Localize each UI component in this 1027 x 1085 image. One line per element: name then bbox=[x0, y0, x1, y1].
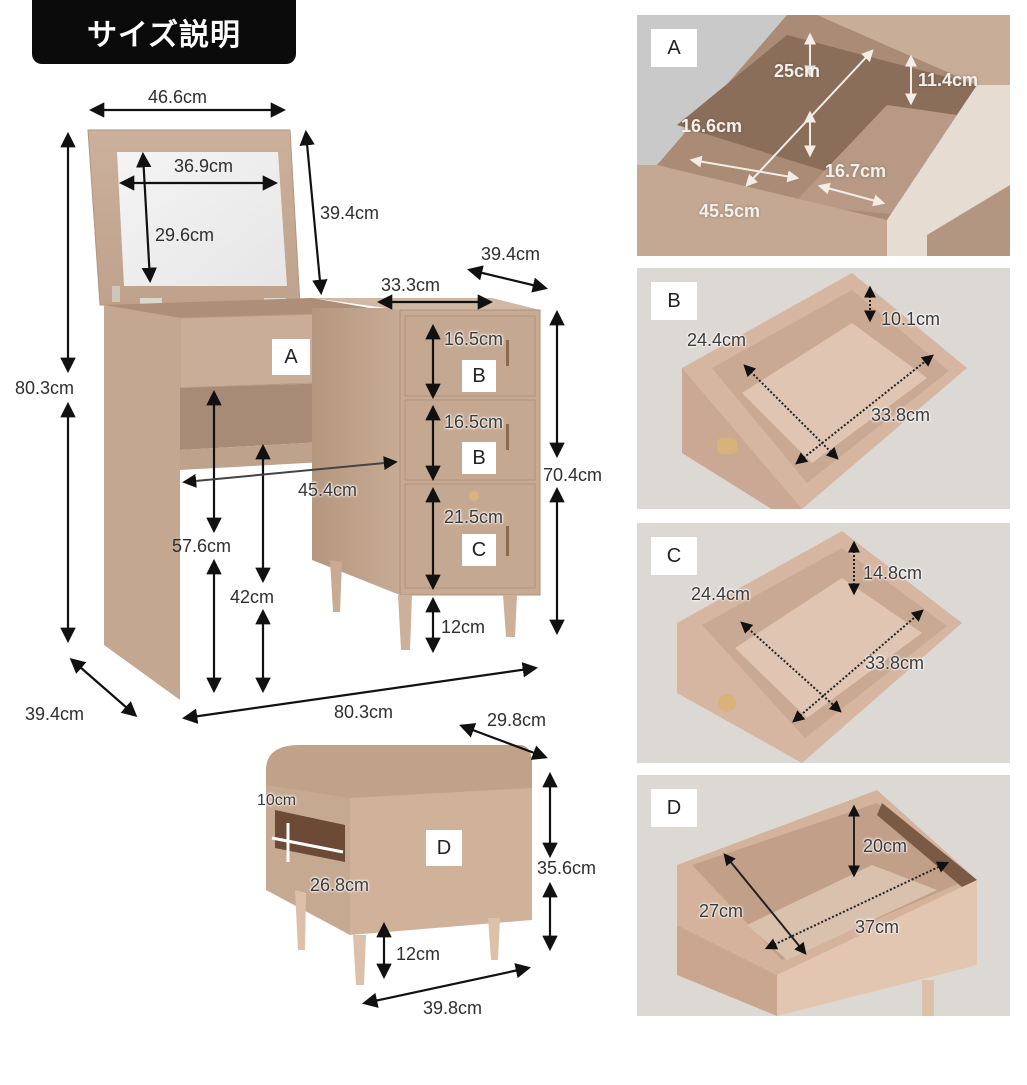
dimension-label-knee-width: 45.4cm bbox=[298, 480, 358, 500]
dimension-label-total-width: 80.3cm bbox=[334, 702, 394, 722]
detail-panel-d: D 20cm 27cm 37cm bbox=[637, 775, 1010, 1016]
part-tag-b2: B bbox=[462, 442, 496, 474]
dimension-label-stool-height: 35.6cm bbox=[537, 858, 597, 878]
part-tag-d-detail: D bbox=[651, 789, 697, 827]
dimension-label-cabinet-height: 70.4cm bbox=[543, 465, 603, 485]
dimension-label-knee-height-outer: 57.6cm bbox=[172, 536, 232, 556]
part-tag-b1: B bbox=[462, 360, 496, 392]
dimension-label-b-height: 10.1cm bbox=[881, 309, 941, 329]
part-tag-b-detail: B bbox=[651, 282, 697, 320]
dimension-label-a-depth: 25cm bbox=[774, 61, 821, 81]
dimension-label-d-length: 37cm bbox=[855, 917, 900, 937]
detail-panel-a: A 25cm 11.4cm 16.6cm 16.7cm 45.5cm bbox=[637, 15, 1010, 256]
part-tag-a-detail: A bbox=[651, 29, 697, 67]
dimension-label-total-height: 80.3cm bbox=[15, 378, 75, 398]
dimension-label-cabinet-width: 33.3cm bbox=[381, 275, 441, 295]
dimension-label-stool-slot-height: 10cm bbox=[257, 792, 297, 809]
dimension-label-stool-width: 39.8cm bbox=[423, 998, 483, 1018]
dimension-label-mirror-width: 36.9cm bbox=[174, 156, 234, 176]
dimension-label-stool-leg-height: 12cm bbox=[396, 944, 441, 964]
drawer-cabinet bbox=[312, 298, 541, 650]
detail-panel-c: C 14.8cm 24.4cm 33.8cm bbox=[637, 523, 1010, 763]
dimension-label-stool-slot-width: 26.8cm bbox=[310, 875, 370, 895]
dimension-label-knee-height-inner: 42cm bbox=[230, 587, 275, 607]
dimension-label-c-depth: 33.8cm bbox=[865, 653, 925, 673]
dimension-label-stool-depth: 29.8cm bbox=[487, 710, 547, 730]
part-tag-a: A bbox=[272, 339, 310, 375]
dimension-label-d-height: 20cm bbox=[863, 836, 908, 856]
dimension-label-width-top: 46.6cm bbox=[148, 87, 208, 107]
dimension-label-c-width: 24.4cm bbox=[691, 584, 751, 604]
dimension-label-c-height: 14.8cm bbox=[863, 563, 923, 583]
dimension-label-drawer-b1: 16.5cm bbox=[444, 329, 504, 349]
dimension-label-leg-height: 12cm bbox=[441, 617, 486, 637]
dimension-label-d-width: 27cm bbox=[699, 901, 744, 921]
dimension-label-a-length: 45.5cm bbox=[699, 201, 761, 221]
dimension-label-a-right-width: 16.7cm bbox=[825, 161, 887, 181]
dimension-label-b-depth: 33.8cm bbox=[871, 405, 931, 425]
part-tag-c-detail: C bbox=[651, 537, 697, 575]
detail-panel-b: B 10.1cm 24.4cm 33.8cm bbox=[637, 268, 1010, 509]
dimension-label-desk-depth: 39.4cm bbox=[25, 704, 85, 724]
part-tag-d: D bbox=[426, 830, 462, 866]
part-tag-c: C bbox=[462, 534, 496, 566]
dimension-label-a-left-width: 16.6cm bbox=[681, 116, 743, 136]
dimension-label-lid-height: 39.4cm bbox=[320, 203, 380, 223]
dimension-label-mirror-height: 29.6cm bbox=[155, 225, 215, 245]
dimension-label-a-right-height: 11.4cm bbox=[918, 70, 979, 90]
dimension-label-b-width: 24.4cm bbox=[687, 330, 747, 350]
page-title: サイズ説明 bbox=[32, 0, 296, 64]
dimension-label-cabinet-depth: 39.4cm bbox=[481, 244, 541, 264]
dimension-label-drawer-b2: 16.5cm bbox=[444, 412, 504, 432]
dimension-label-drawer-c: 21.5cm bbox=[444, 507, 504, 527]
